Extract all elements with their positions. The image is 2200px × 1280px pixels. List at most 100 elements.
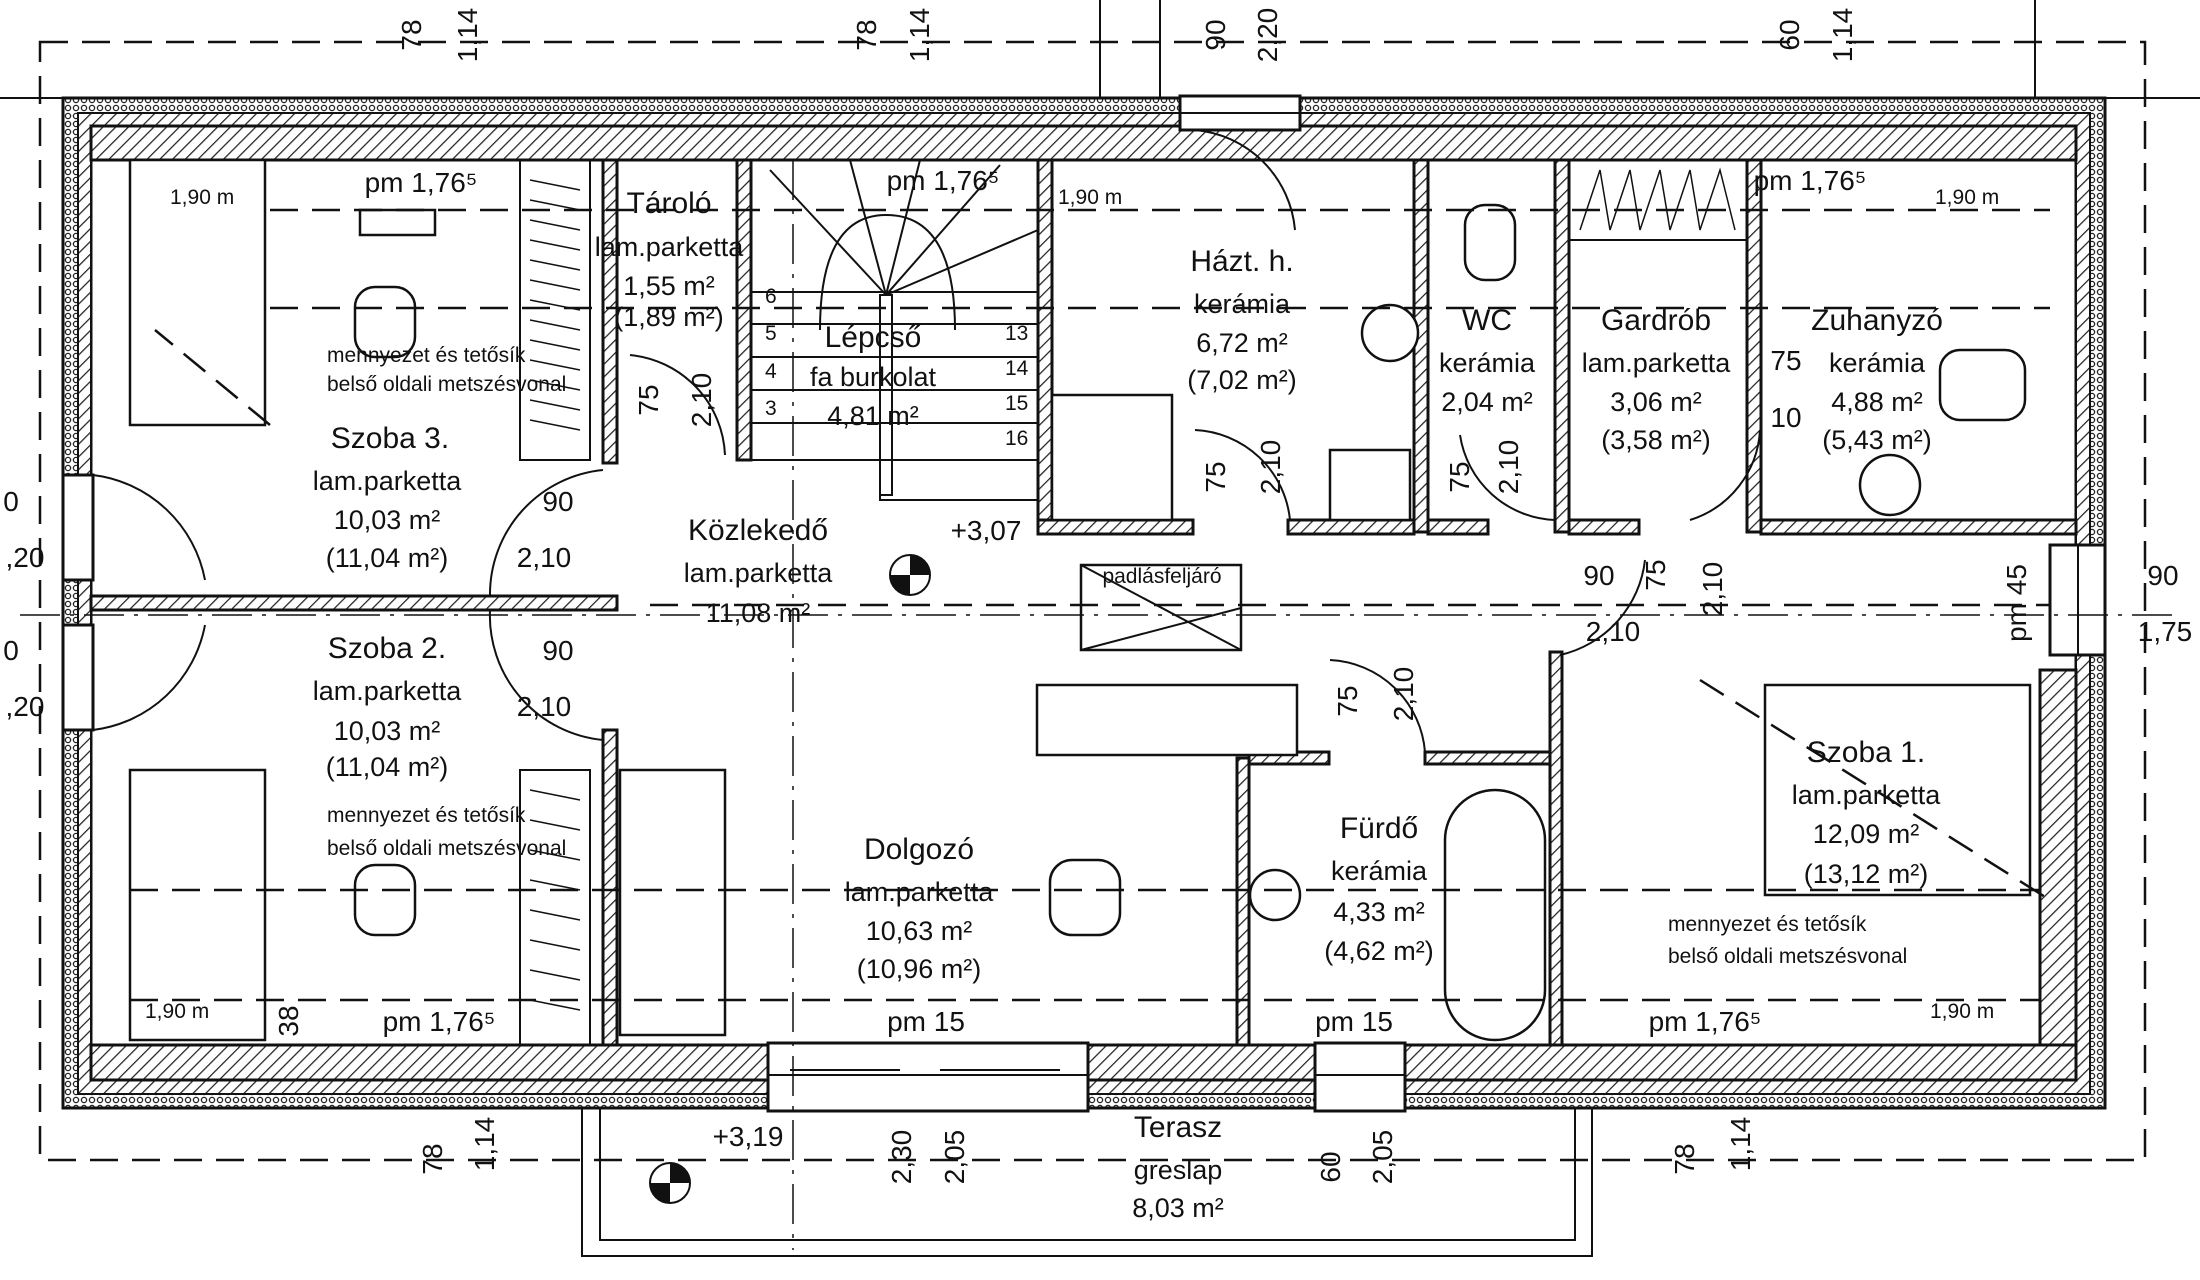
door-dimension: 2,10 [1493, 440, 1524, 495]
headroom-label: 1,90 m [1058, 186, 1122, 209]
room-floor: lam.parketta [313, 466, 463, 496]
washing-machine [1328, 448, 1412, 522]
bed-szoba1 [1763, 683, 2032, 897]
room-area: 10,03 m² [334, 716, 441, 746]
room-gross-area: (7,02 m²) [1187, 365, 1297, 395]
bed-szoba3 [128, 158, 267, 427]
stair-step-label: 16 [1005, 427, 1028, 450]
door-dimension: 75 [1640, 559, 1671, 590]
door-dimension: 2,10 [517, 542, 572, 573]
door-dimension: 2,10 [1388, 667, 1419, 722]
sink [1248, 868, 1302, 922]
headroom-label: 1,90 m [170, 186, 234, 209]
dimension-label: 2,05 [1367, 1130, 1398, 1185]
stair-step-label: 5 [765, 322, 777, 345]
room-floor: kerámia [1439, 348, 1536, 378]
desk [1035, 683, 1299, 757]
dimension-label: 78 [851, 19, 882, 50]
room-floor: kerámia [1194, 289, 1291, 319]
room-area: 10,63 m² [866, 916, 973, 946]
room-gross-area: (4,62 m²) [1324, 936, 1434, 966]
stair-step-label: 14 [1005, 357, 1029, 380]
section-lines [20, 160, 2180, 1250]
parapet-label: pm 1,76⁵ [1649, 1006, 1762, 1037]
room-name: Zuhanyzó [1811, 304, 1943, 337]
dimension-label: 2,05 [939, 1130, 970, 1185]
terrace [581, 1108, 1593, 1257]
stair-step-label: 15 [1005, 392, 1028, 415]
section-note: belső oldali metszésvonal [327, 837, 566, 860]
attic-hatch-label: padlásfeljáró [1102, 565, 1221, 588]
level-kozlekedo: +3,07 [951, 515, 1022, 546]
dimension-label: 0 [3, 635, 19, 666]
parapet-label: pm 1,76⁵ [383, 1006, 496, 1037]
room-floor: kerámia [1829, 348, 1926, 378]
headroom-label: 1,90 m [1935, 186, 1999, 209]
room-tarolo: Tároló lam.parketta 1,55 m² (1,89 m²) [595, 187, 745, 332]
room-name: Szoba 3. [331, 422, 449, 455]
door-dimension: 2,10 [1586, 616, 1641, 647]
wardrobes [519, 159, 1748, 1046]
dimension-label: 1,14 [904, 8, 935, 63]
room-gross-area: (10,96 m²) [857, 954, 982, 984]
room-gross-area: (5,43 m²) [1822, 425, 1932, 455]
room-gardrob: Gardrób lam.parketta 3,06 m² (3,58 m²) [1582, 304, 1732, 455]
room-szoba3: Szoba 3. lam.parketta 10,03 m² (11,04 m²… [313, 422, 463, 573]
dimension-label: 60 [1774, 19, 1805, 50]
room-floor: lam.parketta [684, 558, 834, 588]
room-name: Tároló [626, 187, 711, 220]
room-haztartasi: Házt. h. kerámia 6,72 m² (7,02 m²) [1187, 245, 1297, 395]
headroom-label: 1,90 m [145, 1000, 209, 1023]
door-dimension: 2,10 [517, 691, 572, 722]
headroom-label: 1,90 m [1930, 1000, 1994, 1023]
room-lepcso: Lépcső fa burkolat 4,81 m² [810, 321, 937, 431]
room-floor: lam.parketta [845, 877, 995, 907]
sofa [618, 768, 727, 1037]
room-area: 3,06 m² [1610, 387, 1702, 417]
room-name: Közlekedő [688, 514, 828, 547]
room-furdo: Fürdő kerámia 4,33 m² (4,62 m²) [1324, 812, 1434, 966]
room-name: Gardrób [1601, 304, 1711, 337]
room-floor: lam.parketta [1582, 348, 1732, 378]
room-area: 8,03 m² [1132, 1193, 1224, 1223]
room-area: 12,09 m² [1813, 819, 1920, 849]
sink [1858, 453, 1922, 517]
parapet-label: pm 45 [2001, 564, 2032, 642]
room-area: 11,08 m² [706, 598, 811, 628]
room-szoba1: Szoba 1. lam.parketta 12,09 m² (13,12 m²… [1792, 736, 1942, 889]
door-dimension: 90 [542, 486, 573, 517]
room-gross-area: (11,04 m²) [326, 752, 449, 782]
toilet [1938, 348, 2027, 422]
room-name: Szoba 1. [1807, 736, 1925, 769]
room-area: 4,33 m² [1333, 897, 1425, 927]
room-gross-area: (11,04 m²) [326, 543, 449, 573]
parapet-label: pm 1,76⁵ [365, 167, 478, 198]
bed-szoba2 [128, 768, 267, 1042]
dimension-label: 90 [1200, 19, 1231, 50]
room-gross-area: (1,89 m²) [614, 302, 724, 332]
dimension-label: 0 [3, 486, 19, 517]
dimension-label: 1,14 [452, 8, 483, 63]
dimension-label: 2,30 [886, 1130, 917, 1185]
room-szoba2: Szoba 2. lam.parketta 10,03 m² (11,04 m²… [313, 632, 463, 782]
dimension-label: 78 [417, 1143, 448, 1174]
section-note: belső oldali metszésvonal [327, 373, 566, 396]
room-floor: kerámia [1331, 856, 1428, 886]
room-name: Dolgozó [864, 833, 974, 866]
dimension-label: 2,20 [1252, 8, 1283, 63]
room-terasz: Terasz greslap 8,03 m² [1132, 1111, 1224, 1223]
door-dimension: 75 [1444, 461, 1475, 492]
dimension-label: 1,14 [469, 1117, 500, 1172]
room-labels: Szoba 3. lam.parketta 10,03 m² (11,04 m²… [313, 187, 1943, 1223]
room-floor: lam.parketta [1792, 780, 1942, 810]
room-area: 6,72 m² [1196, 328, 1288, 358]
level-markers: +3,07 +3,19 [649, 515, 1022, 1204]
office-chair [1048, 858, 1122, 937]
interior-walls [89, 158, 2078, 1047]
room-floor: greslap [1134, 1155, 1223, 1185]
section-note: mennyezet és tetősík [327, 804, 526, 827]
stair-step-label: 4 [765, 360, 777, 383]
dimension-label: 1,75 [2138, 616, 2193, 647]
level-terasz: +3,19 [713, 1121, 784, 1152]
